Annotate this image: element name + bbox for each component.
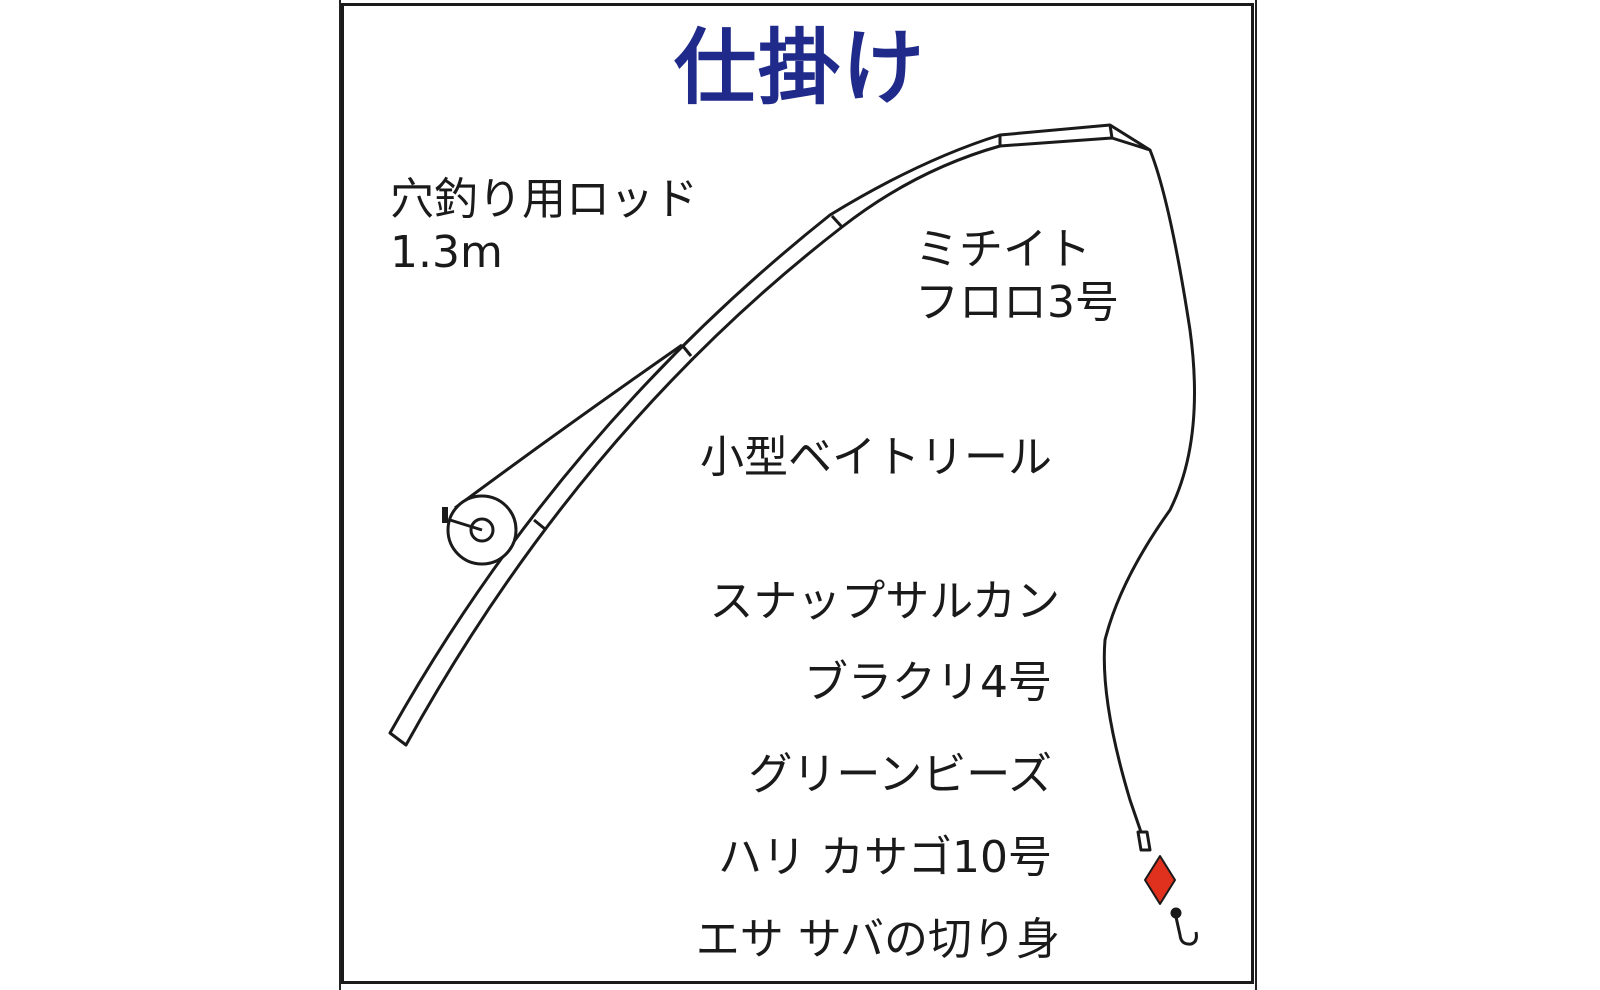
line-to-rod <box>454 343 683 510</box>
green-bead <box>1170 907 1182 919</box>
item-label-hook: ハリ カサゴ10号 <box>718 832 1052 883</box>
rod-joint <box>680 344 693 357</box>
rod-joint <box>533 518 546 531</box>
hook <box>1174 916 1198 946</box>
snap-swivel <box>1136 830 1152 852</box>
sinker <box>1144 855 1176 905</box>
rod <box>388 123 1152 747</box>
line-label-spec: フロロ3号 <box>915 277 1119 328</box>
line-label-name: ミチイト <box>915 224 1091 275</box>
reel-label: 小型ベイトリール <box>700 432 1052 483</box>
rod-label-name: 穴釣り用ロッド <box>390 174 698 225</box>
rod-joint <box>1108 124 1114 139</box>
item-label-snap: スナップサルカン <box>709 576 1060 627</box>
main-line <box>1102 149 1196 836</box>
rod-label-length: 1.3m <box>390 227 503 278</box>
reel-handle <box>449 518 483 532</box>
right-frame-edge <box>1255 0 1257 990</box>
item-label-sinker: ブラクリ4号 <box>804 657 1052 708</box>
item-label-bead: グリーンビーズ <box>748 749 1052 800</box>
diagram-frame <box>341 3 1254 984</box>
rod-joint <box>830 214 844 229</box>
left-frame-edge <box>339 0 341 990</box>
item-label-bait: エサ サバの切り身 <box>695 914 1060 965</box>
page-title: 仕掛け <box>673 21 926 116</box>
